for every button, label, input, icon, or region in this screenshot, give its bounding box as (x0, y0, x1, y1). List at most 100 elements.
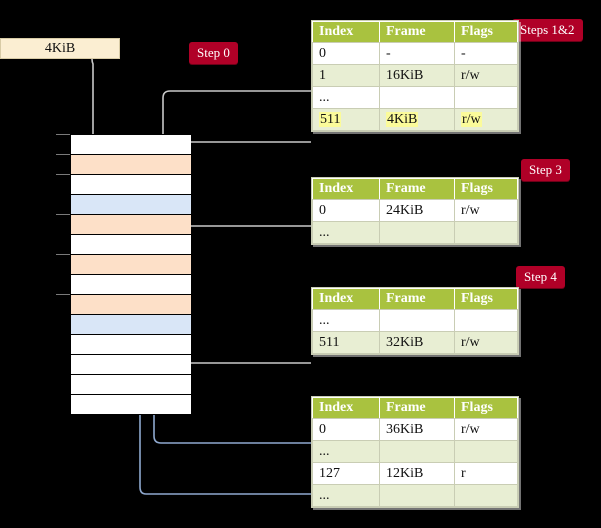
table-cell (454, 86, 518, 109)
column-header-frame: Frame (379, 178, 455, 200)
table-cell (379, 484, 455, 507)
wire-steps12-511 (171, 141, 311, 156)
table-cell: 12KiB (379, 462, 455, 485)
column-header-index: Index (312, 397, 380, 419)
wire-frame-12kib (133, 208, 311, 495)
table-cell: 4KiB (379, 108, 455, 131)
table-cell: r/w (454, 331, 518, 354)
wire-step0 (91, 58, 100, 156)
source-size-label: 4KiB (44, 40, 76, 56)
column-header-flags: Flags (454, 397, 518, 419)
memory-frame-row (71, 195, 191, 215)
memory-frame-tick (56, 254, 70, 255)
table-cell: 1 (312, 64, 380, 87)
table-cell: 16KiB (379, 64, 455, 87)
table-cell: ... (312, 86, 380, 109)
source-size-box: 4KiB (0, 38, 120, 59)
table-cell: r/w (454, 108, 518, 131)
wire-steps12 (162, 90, 311, 256)
column-header-flags: Flags (454, 178, 518, 200)
table-cell: 0 (312, 199, 380, 222)
memory-frame-row (71, 275, 191, 295)
table-cell: 127 (312, 462, 380, 485)
column-header-frame: Frame (379, 21, 455, 43)
highlighted-value: 4KiB (386, 111, 419, 127)
table-cell: r (454, 462, 518, 485)
table-cell: 511 (312, 108, 380, 131)
memory-frame-row (71, 315, 191, 335)
column-header-flags: Flags (454, 288, 518, 310)
wire-step3 (172, 225, 311, 276)
highlighted-value: r/w (461, 111, 482, 127)
memory-frame-row (71, 395, 191, 415)
memory-frame-row (71, 295, 191, 315)
table-cell: 24KiB (379, 199, 455, 222)
table-row: ... (312, 309, 518, 332)
table-cell: 36KiB (379, 418, 455, 441)
table-cell: ... (312, 484, 380, 507)
column-header-index: Index (312, 21, 380, 43)
table-cell (379, 440, 455, 463)
table-cell: r/w (454, 199, 518, 222)
column-header-index: Index (312, 288, 380, 310)
column-header-frame: Frame (379, 397, 455, 419)
table-cell (454, 440, 518, 463)
table-cell (454, 221, 518, 244)
table-row: 0-- (312, 42, 518, 65)
column-header-index: Index (312, 178, 380, 200)
table-row: ... (312, 440, 518, 463)
memory-frame-row (71, 135, 191, 155)
memory-frame-row (71, 355, 191, 375)
table-cell: 0 (312, 418, 380, 441)
table-cell: - (379, 42, 455, 65)
table-cell: r/w (454, 64, 518, 87)
memory-frame-tick (56, 214, 70, 215)
badge-step-4: Step 4 (516, 266, 565, 288)
table-cell (379, 86, 455, 109)
table-cell (379, 221, 455, 244)
table-cell: 511 (312, 331, 380, 354)
column-header-flags: Flags (454, 21, 518, 43)
table-cell: ... (312, 440, 380, 463)
table-cell: 0 (312, 42, 380, 65)
table-row: 511 4KiB r/w (312, 108, 518, 131)
highlighted-value: 511 (319, 111, 342, 127)
table-cell: ... (312, 221, 380, 244)
memory-frame-tick (56, 174, 70, 175)
table-cell: ... (312, 309, 380, 332)
table-row: ... (312, 86, 518, 109)
table-cell: - (454, 42, 518, 65)
memory-frame-row (71, 175, 191, 195)
table-cell (454, 309, 518, 332)
table-row: ... (312, 221, 518, 244)
table-cell (454, 484, 518, 507)
wire-frame-36kib (147, 330, 311, 444)
table-cell: 32KiB (379, 331, 455, 354)
memory-frame-row (71, 255, 191, 275)
memory-frame-tick (56, 134, 70, 135)
badge-step-3: Step 3 (521, 159, 570, 181)
badge-step-0: Step 0 (189, 42, 238, 64)
memory-frame-row (71, 335, 191, 355)
column-header-frame: Frame (379, 288, 455, 310)
memory-frame-row (71, 235, 191, 255)
memory-frame-row (71, 375, 191, 395)
table-cell: r/w (454, 418, 518, 441)
physical-memory-column (70, 134, 191, 415)
memory-frame-row (71, 215, 191, 235)
memory-frame-tick (56, 294, 70, 295)
